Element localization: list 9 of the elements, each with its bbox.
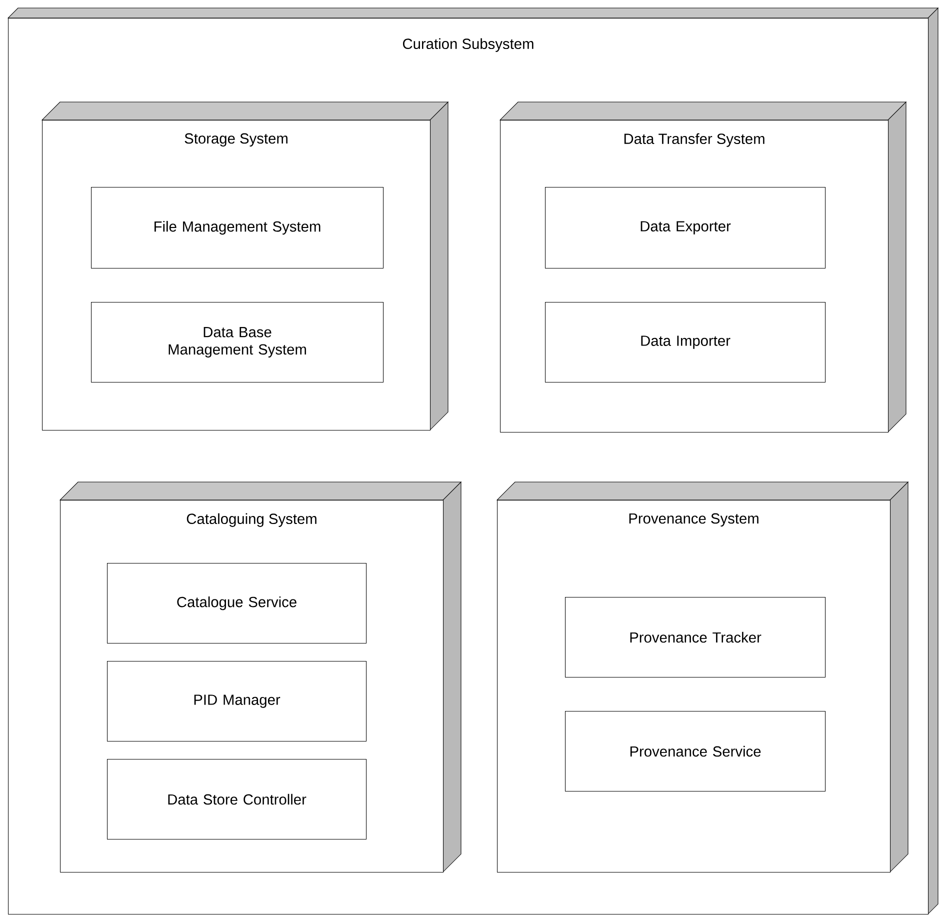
component-box: Data Exporter bbox=[545, 187, 826, 269]
component-box: Data Importer bbox=[545, 302, 826, 383]
component-box: Provenance Tracker bbox=[565, 597, 826, 678]
component-box: Provenance Service bbox=[565, 711, 826, 792]
component-box: Data Base Management System bbox=[91, 302, 384, 383]
component-box: File Management System bbox=[91, 187, 384, 269]
component-box: PID Manager bbox=[107, 661, 367, 742]
component-box: Catalogue Service bbox=[107, 563, 367, 644]
component-box: Data Store Controller bbox=[107, 759, 367, 840]
